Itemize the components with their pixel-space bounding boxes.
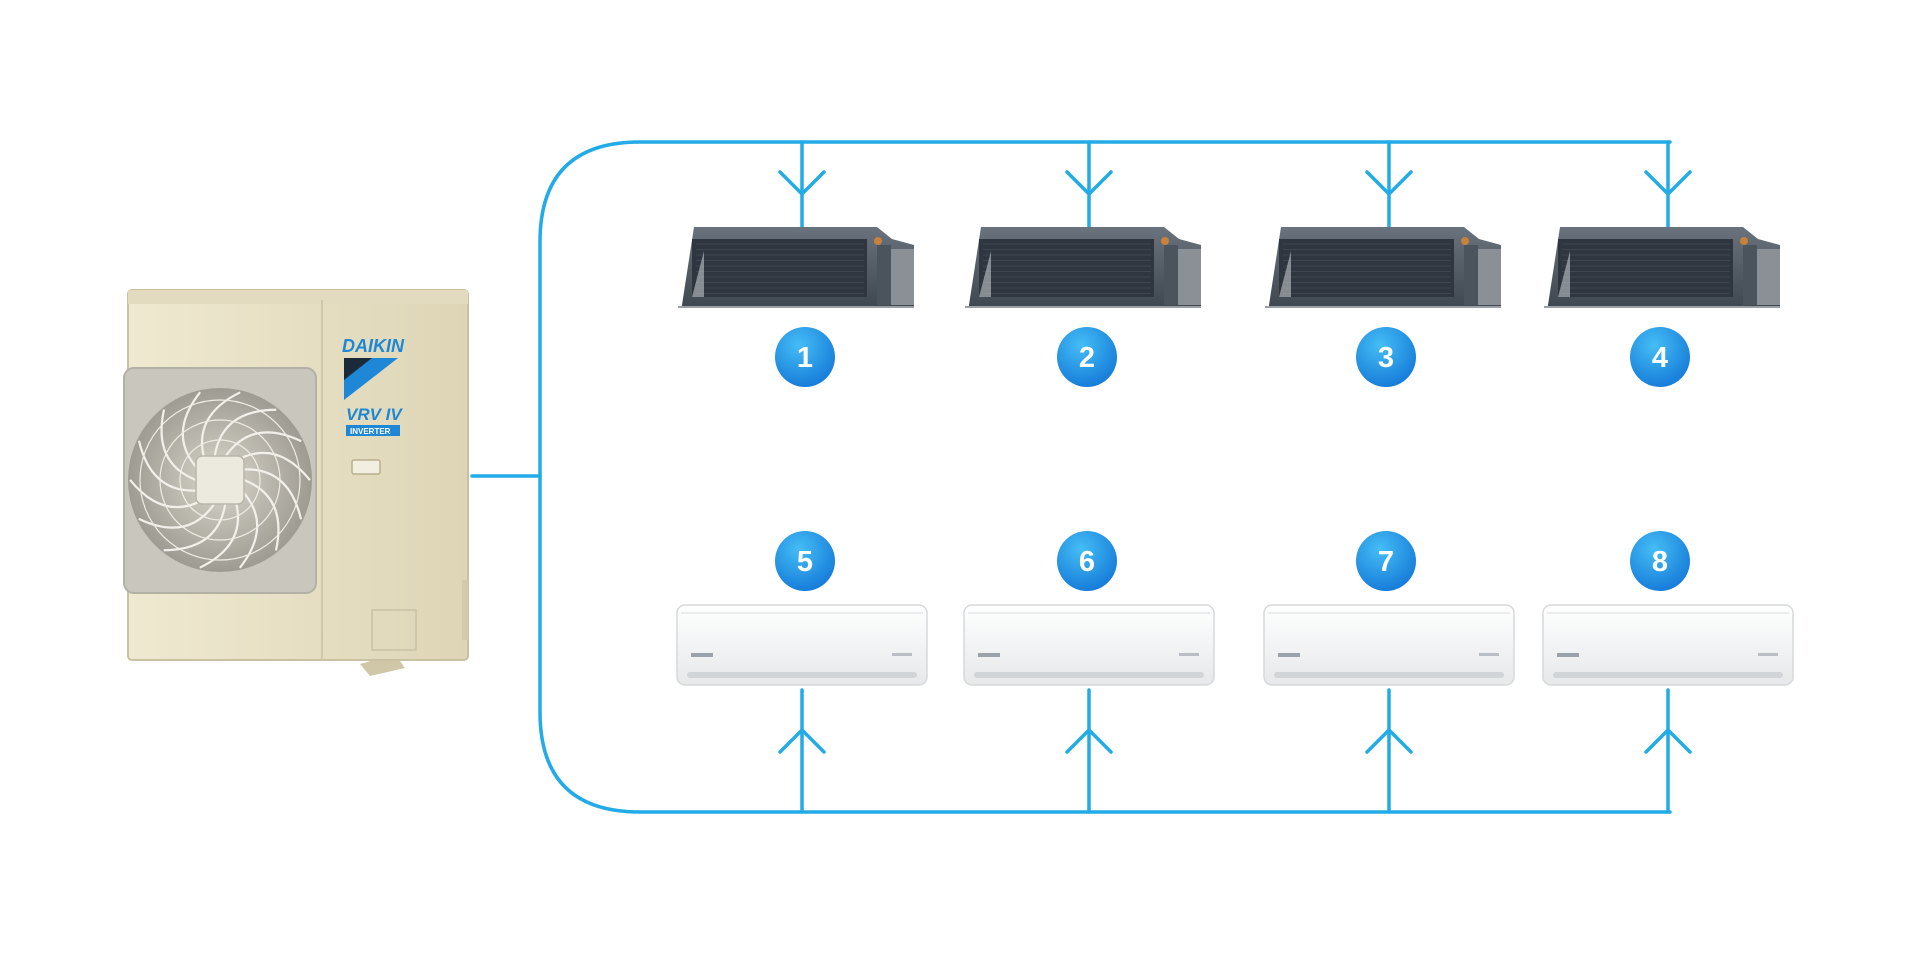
unit-number-badge: 1: [775, 327, 835, 387]
indoor-units: [676, 227, 1794, 686]
unit-number-label: 7: [1378, 546, 1394, 578]
outdoor-model-label: VRV IV: [346, 405, 403, 424]
outdoor-condenser-icon: DAIKIN VRV IV INVERTER: [123, 289, 469, 676]
flow-arrow-up-icon: [778, 728, 826, 754]
ducted-unit-icon: [1265, 227, 1501, 308]
flow-arrow-down-icon: [1644, 170, 1692, 196]
wall-split-unit-icon: [963, 604, 1215, 686]
unit-number-label: 3: [1378, 342, 1394, 374]
pipe-loop: [538, 140, 1672, 814]
ducted-unit-icon: [965, 227, 1201, 308]
unit-number-label: 4: [1652, 342, 1668, 374]
ducted-unit-icon: [1544, 227, 1780, 308]
flow-arrow-down-icon: [1365, 170, 1413, 196]
unit-number-label: 2: [1079, 342, 1095, 374]
outdoor-sub-label: INVERTER: [350, 427, 391, 436]
unit-number-badge: 3: [1356, 327, 1416, 387]
unit-number-badge: 8: [1630, 531, 1690, 591]
wall-split-unit-icon: [1263, 604, 1515, 686]
flow-arrow-down-icon: [778, 170, 826, 196]
unit-number-badge: 7: [1356, 531, 1416, 591]
outdoor-brand-label: DAIKIN: [342, 336, 405, 356]
unit-number-badge: 6: [1057, 531, 1117, 591]
unit-number-label: 5: [797, 546, 813, 578]
flow-arrow-up-icon: [1365, 728, 1413, 754]
refrigerant-piping: [470, 140, 1692, 814]
unit-number-label: 6: [1079, 546, 1095, 578]
flow-arrow-up-icon: [1065, 728, 1113, 754]
ducted-unit-icon: [678, 227, 914, 308]
flow-arrow-up-icon: [1644, 728, 1692, 754]
unit-number-badges: 1 2 3 4 5 6 7 8: [775, 327, 1690, 591]
unit-number-label: 1: [797, 342, 813, 374]
fan-grille-icon: [129, 391, 311, 569]
unit-number-label: 8: [1652, 546, 1668, 578]
unit-number-badge: 2: [1057, 327, 1117, 387]
wall-split-unit-icon: [1542, 604, 1794, 686]
flow-arrow-down-icon: [1065, 170, 1113, 196]
unit-number-badge: 5: [775, 531, 835, 591]
unit-number-badge: 4: [1630, 327, 1690, 387]
wall-split-unit-icon: [676, 604, 928, 686]
